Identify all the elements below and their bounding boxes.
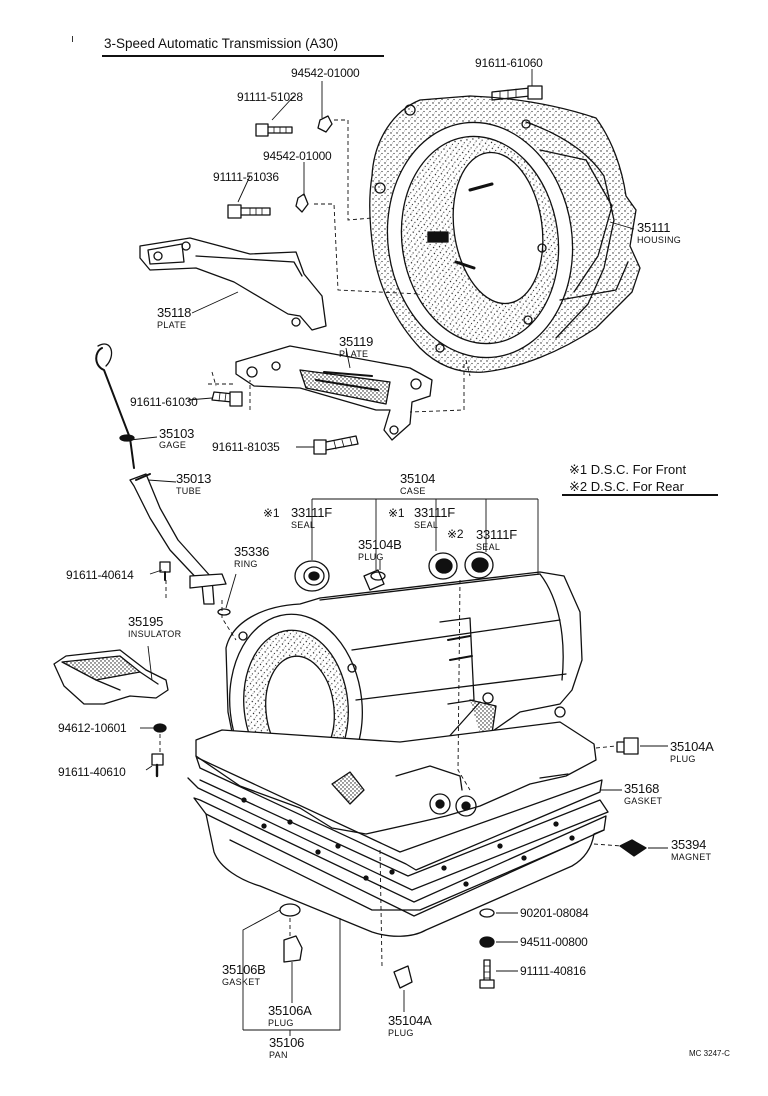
tube-35013 (129, 473, 227, 605)
title-underline (102, 55, 384, 57)
label-35106A-number: 35106A (268, 1003, 312, 1018)
valve-body (195, 721, 597, 835)
insulator-35195 (53, 649, 169, 705)
label-33111F-rear-mark: ※2 (447, 527, 464, 541)
label-35394-number: 35394 (671, 837, 707, 852)
label-35394-name: MAGNET (671, 852, 712, 862)
label-91111-40816: 91111-40816 (520, 964, 586, 978)
label-33111F-front-mark: ※1 (263, 506, 280, 520)
bolt-91111-40816 (479, 959, 495, 989)
label-35013-name: TUBE (176, 486, 202, 496)
seal-33111F-front (294, 560, 330, 592)
label-91611-81035: 91611-81035 (212, 440, 280, 454)
label-94511-00800: 94511-00800 (520, 935, 588, 949)
label-91111-51028: 91111-51028 (237, 90, 303, 104)
ring-35336 (217, 608, 231, 616)
label-35168-number: 35168 (624, 781, 660, 796)
label-33111F-rear-number: 33111F (476, 527, 517, 542)
legend-front: ※1 D.S.C. For Front (569, 462, 687, 477)
plate-35118 (139, 237, 327, 331)
plug-35104B (363, 569, 386, 591)
bolt-91611-40610 (151, 753, 164, 778)
label-35118-name: PLATE (157, 320, 187, 330)
label-35104A-bottom-name: PLUG (388, 1028, 414, 1038)
magnet-35394 (619, 839, 647, 857)
label-33111F-front-name: SEAL (291, 520, 316, 530)
label-91611-40614: 91611-40614 (66, 568, 134, 582)
label-35104A-right-number: 35104A (670, 739, 714, 754)
label-35119-name: PLATE (339, 349, 369, 359)
label-35111-number: 35111 (637, 220, 671, 235)
label-94542-01000-b: 94542-01000 (263, 149, 332, 163)
gasket-35106B (279, 903, 301, 917)
leader-lines (129, 69, 668, 1036)
label-33111F-rear-name: SEAL (476, 542, 501, 552)
label-35104-name: CASE (400, 486, 426, 496)
plug-35106A (283, 935, 303, 963)
label-35104A-bottom-number: 35104A (388, 1013, 432, 1028)
washer-94542-a (317, 115, 333, 133)
label-94542-01000-a: 94542-01000 (291, 66, 360, 80)
label-35106-number: 35106 (269, 1035, 305, 1050)
bolt-91611-61060 (491, 85, 543, 101)
converter-housing (369, 95, 641, 373)
washer-94542-b (295, 193, 309, 213)
diagram-title: 3-Speed Automatic Transmission (A30) (104, 36, 339, 51)
label-35104B-name: PLUG (358, 552, 384, 562)
washer-90201-08084 (479, 908, 495, 918)
label-90201-08084: 90201-08084 (520, 906, 589, 920)
label-35106-name: PAN (269, 1050, 288, 1060)
bolt-91111-51036 (227, 204, 271, 219)
label-35104A-right-name: PLUG (670, 754, 696, 764)
nut-94511-00800 (479, 936, 495, 948)
label-35195-number: 35195 (128, 614, 164, 629)
label-35013-number: 35013 (176, 471, 212, 486)
seal-33111F-rear (464, 551, 494, 579)
bolt-91611-61030 (211, 391, 243, 407)
gage-35103 (95, 343, 135, 469)
plate-35119 (235, 345, 433, 441)
label-91611-61060: 91611-61060 (475, 56, 543, 70)
label-35119-number: 35119 (339, 334, 374, 349)
label-94612-10601: 94612-10601 (58, 721, 127, 735)
label-35195-name: INSULATOR (128, 629, 182, 639)
label-35336-name: RING (234, 559, 258, 569)
bolt-91611-81035 (313, 435, 359, 455)
drawing-code: MC 3247-C (689, 1049, 730, 1058)
oil-pan-35106 (193, 797, 607, 937)
label-35104-number: 35104 (400, 471, 436, 486)
label-35104B-number: 35104B (358, 537, 402, 552)
bolt-91111-51028 (255, 123, 293, 137)
label-91111-51036: 91111-51036 (213, 170, 279, 184)
legend-rear: ※2 D.S.C. For Rear (569, 479, 684, 494)
label-35168-name: GASKET (624, 796, 663, 806)
label-35103-name: GAGE (159, 440, 187, 450)
gasket-35168 (187, 755, 609, 891)
seal-33111F-mid (428, 552, 458, 580)
label-91611-40610: 91611-40610 (58, 765, 126, 779)
bolt-91611-40614 (159, 561, 171, 581)
legend-underline (562, 494, 718, 496)
corner-tick (72, 36, 73, 42)
label-33111F-mid-number: 33111F (414, 505, 455, 520)
plug-35104A-bottom (393, 965, 413, 989)
plug-35104A-right (616, 737, 639, 755)
alignment-lines (159, 119, 623, 967)
label-33111F-front-number: 33111F (291, 505, 332, 520)
label-35106B-name: GASKET (222, 977, 261, 987)
label-35118-number: 35118 (157, 305, 192, 320)
label-35336-number: 35336 (234, 544, 270, 559)
nut-94612-10601 (153, 723, 167, 733)
label-35104B-mark: ※1 (388, 506, 405, 520)
label-35106A-name: PLUG (268, 1018, 294, 1028)
label-35103-number: 35103 (159, 426, 195, 441)
label-33111F-mid-name: SEAL (414, 520, 439, 530)
label-91611-61030: 91611-61030 (130, 395, 198, 409)
label-35106B-number: 35106B (222, 962, 266, 977)
label-35111-name: HOUSING (637, 235, 682, 245)
